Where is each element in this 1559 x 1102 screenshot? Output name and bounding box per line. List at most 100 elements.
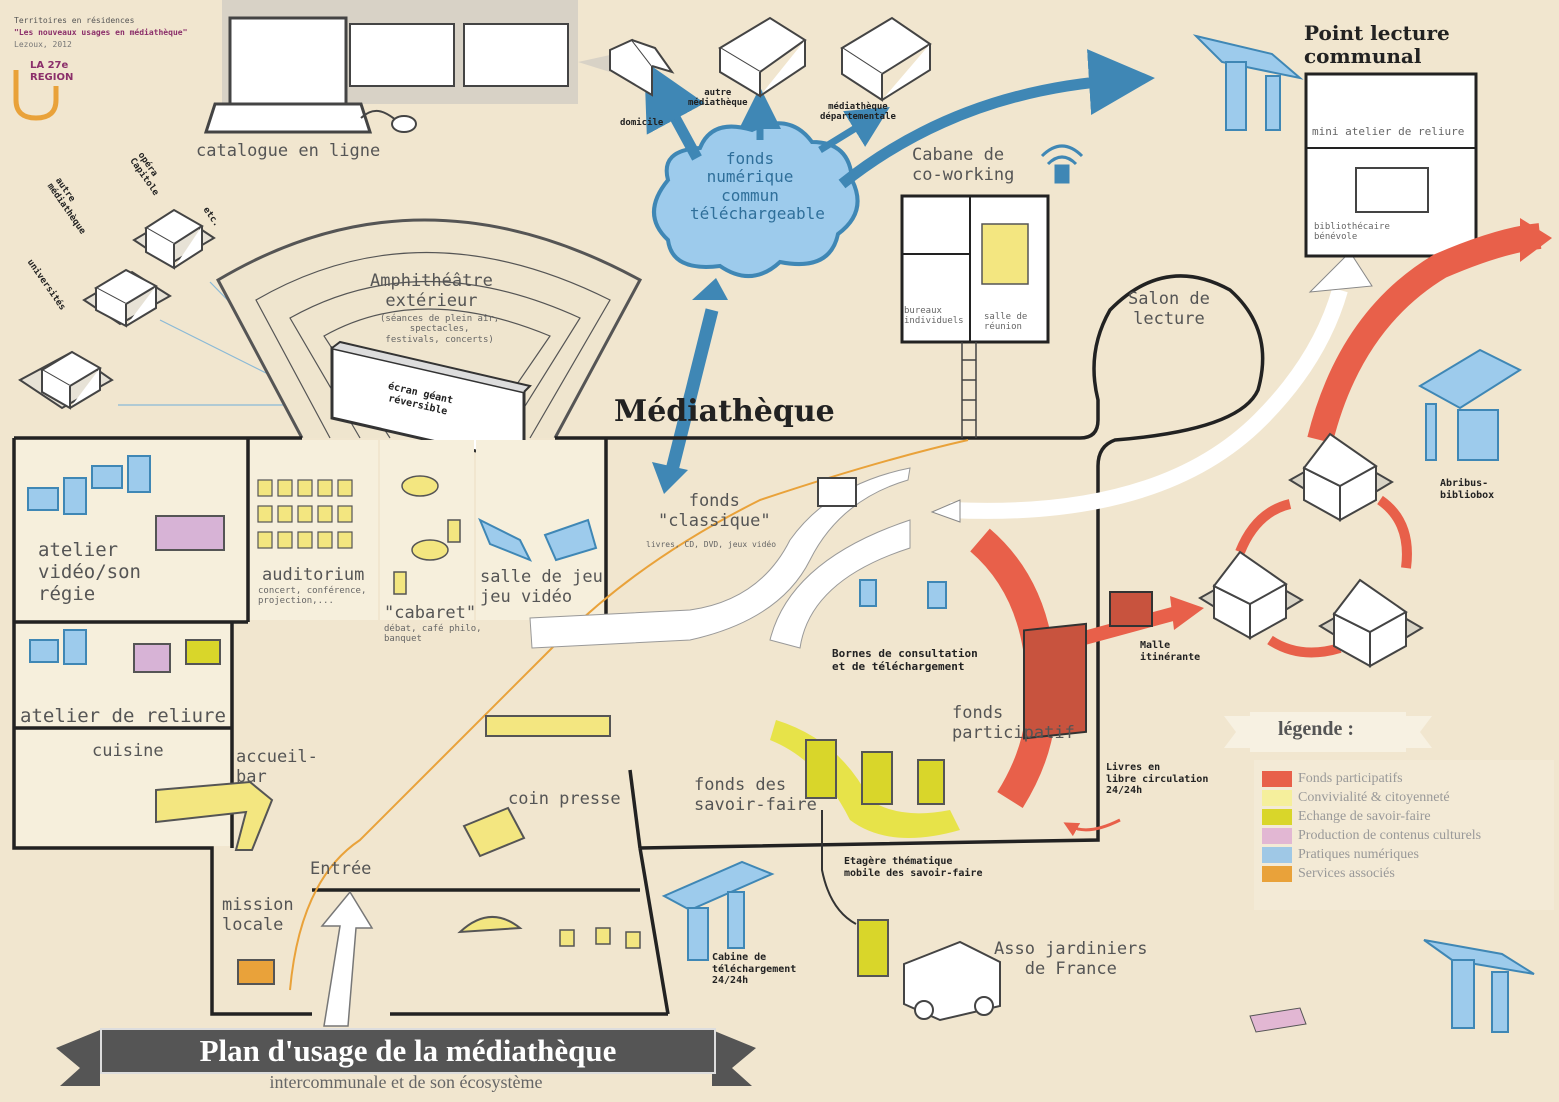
label-reliure: atelier de reliure <box>20 705 226 727</box>
label-etagere: Etagère thématique mobile des savoir-fai… <box>844 856 983 879</box>
legend-panel <box>1254 760 1554 910</box>
legend-label: Convivialité & citoyenneté <box>1298 790 1450 805</box>
header-subtitle: "Les nouveaux usages en médiathèque" <box>14 28 188 37</box>
outdoor-chairs <box>559 927 641 949</box>
giant-screen <box>330 340 532 464</box>
legend-item: Production de contenus culturels <box>1262 828 1481 844</box>
cloud-shape <box>652 121 860 279</box>
legend-ribbon-center <box>1250 712 1406 752</box>
label-fonds-participatif: fonds participatif <box>952 703 1075 743</box>
reading-table <box>485 715 611 737</box>
malle-trunk <box>1109 591 1153 627</box>
laptop-screen <box>228 16 348 106</box>
pointer-to-home <box>578 55 610 72</box>
label-cabaret-sub: débat, café philo, banquet <box>384 624 482 645</box>
label-amphi: Amphithéâtre extérieur <box>370 271 493 311</box>
savoir-faire-cabinets <box>805 739 945 805</box>
cowork-table <box>981 223 1029 285</box>
label-mini-atelier: mini atelier de reliure <box>1312 125 1465 138</box>
arrow-cloud-mediatheque <box>665 308 719 472</box>
house-right-left <box>1198 550 1304 640</box>
label-accueil: accueil- bar <box>236 747 318 787</box>
label-cabine: Cabine de téléchargement 24/24h <box>712 952 797 986</box>
amphitheatre <box>216 218 643 439</box>
label-fonds-classique-sub: livres, CD, DVD, jeux vidéo <box>646 540 777 549</box>
label-video: atelier vidéo/son régie <box>38 539 141 605</box>
legend-label: Fonds participatifs <box>1298 771 1403 786</box>
red-bookcase <box>1023 622 1087 740</box>
link-etagere <box>821 810 857 925</box>
legend-list: Fonds participatifs Convivialité & citoy… <box>1262 768 1481 885</box>
label-cloud: fonds numérique commun téléchargeable <box>690 149 825 224</box>
computers <box>27 455 151 665</box>
bornes <box>859 579 947 609</box>
building-autre <box>82 268 172 328</box>
label-auditorium-sub: concert, conférence, projection,... <box>258 586 367 607</box>
arrow-cloud-dep <box>818 106 890 153</box>
banner-tail-left <box>56 1030 100 1086</box>
red-loop-arrows <box>1235 495 1412 658</box>
arrowhead-down <box>652 462 688 494</box>
ladder <box>961 342 977 438</box>
legend-swatch <box>1262 809 1292 825</box>
legend-label: Pratiques numériques <box>1298 847 1419 862</box>
game-sofas <box>478 517 598 562</box>
banner-tail-right <box>712 1030 756 1086</box>
legend-title: légende : <box>1278 718 1355 740</box>
laptop-base <box>203 102 373 134</box>
title-banner: Plan d'usage de la médiathèque <box>100 1028 716 1074</box>
legend-ribbon <box>1224 716 1432 748</box>
kitchen-counter <box>155 780 274 851</box>
legend-swatch <box>1262 866 1292 882</box>
label-mediatheque-dep: médiathèque départementale <box>820 102 896 123</box>
pink-printer <box>133 643 171 673</box>
shelf-trolley <box>817 477 857 507</box>
label-bureaux: bureaux individuels <box>904 306 964 327</box>
blue-kiosk-top <box>1192 34 1304 131</box>
mouse <box>391 115 417 133</box>
red-arrowhead-malle <box>1170 596 1204 630</box>
label-bornes: Bornes de consultation et de téléchargem… <box>832 647 978 673</box>
label-salle-reunion: salle de réunion <box>984 312 1028 333</box>
legend-swatch <box>1262 847 1292 863</box>
label-amphi-sub: (séances de plein air, spectacles, festi… <box>380 314 500 345</box>
label-point-lecture: Point lecture communal <box>1304 21 1450 68</box>
white-arrowhead <box>1308 251 1373 293</box>
blue-kiosk-bottom <box>1423 939 1535 1033</box>
house-right-bottom <box>1318 578 1424 668</box>
purple-desk <box>155 515 225 551</box>
house-right-top <box>1288 432 1394 522</box>
delivery-truck <box>903 940 1001 1022</box>
legend-swatch <box>1262 790 1292 806</box>
legend-item: Echange de savoir-faire <box>1262 809 1481 825</box>
label-mission: mission locale <box>222 895 294 935</box>
white-arrowhead-left <box>930 499 961 523</box>
abribus <box>1417 348 1523 461</box>
label-entree: Entrée <box>310 859 372 879</box>
umbrella <box>457 915 523 934</box>
building-opera <box>132 208 216 270</box>
arrow-cloud-pointlecture <box>838 49 1155 189</box>
purple-paper <box>1249 1007 1307 1033</box>
red-return-arrow <box>1063 818 1121 837</box>
title-sub: intercommunale et de son écosystème <box>269 1072 543 1092</box>
label-fonds-savoir: fonds des savoir-faire <box>694 775 817 815</box>
label-catalogue: catalogue en ligne <box>196 141 381 161</box>
white-shelf-1 <box>529 467 911 649</box>
label-malle: Malle itinérante <box>1140 640 1201 663</box>
label-cabane: Cabane de co-working <box>912 145 1015 185</box>
screenshot-2 <box>463 23 569 87</box>
header-place: Lezoux, 2012 <box>14 40 72 49</box>
logo-text: LA 27e REGION <box>30 60 74 83</box>
blue-kiosk-cabine <box>661 860 775 961</box>
point-lecture-shelf <box>1355 167 1429 213</box>
house-domicile <box>609 38 675 97</box>
label-livres-circulation: Livres en libre circulation 24/24h <box>1106 762 1209 796</box>
red-arrowhead-up <box>1520 218 1552 262</box>
entrance-arrow <box>320 890 374 1027</box>
title-main: Plan d'usage de la médiathèque <box>199 1033 617 1068</box>
label-jeu: salle de jeu jeu vidéo <box>480 567 603 607</box>
legend-label: Echange de savoir-faire <box>1298 809 1431 824</box>
